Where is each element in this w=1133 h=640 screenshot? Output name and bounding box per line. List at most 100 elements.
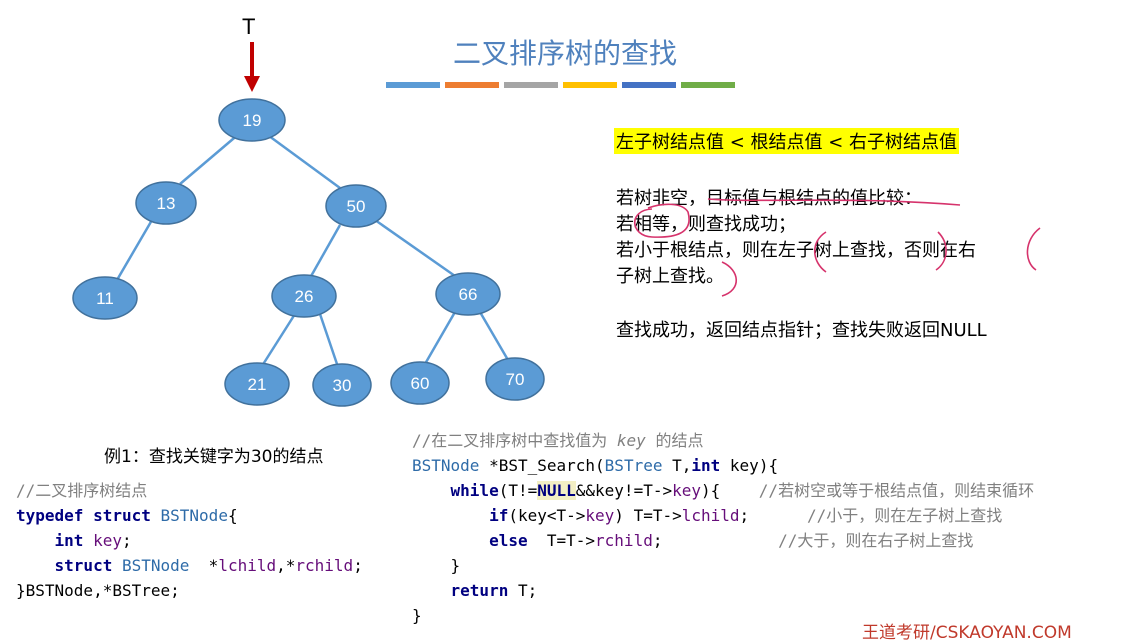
keyword: int	[691, 456, 721, 475]
example-caption: 例1：查找关键字为30的结点	[104, 447, 324, 467]
type-name: BSTNode	[160, 506, 228, 525]
node-shape	[218, 98, 286, 142]
code-comment: 的结点	[645, 431, 704, 450]
code-token: ){	[701, 481, 721, 500]
color-bar-segment	[681, 82, 735, 88]
edge-66-70	[478, 311, 510, 361]
field-name: lchild	[218, 556, 277, 575]
keyword: return	[450, 581, 509, 600]
tree-node: 66	[435, 272, 501, 316]
node-shape	[390, 361, 450, 405]
code-token: *	[285, 556, 296, 575]
keyword: if	[489, 506, 509, 525]
edge-19-50	[264, 131, 341, 190]
color-bar-segment	[504, 82, 558, 88]
code-token: }	[450, 556, 461, 575]
code-token: *	[208, 556, 219, 575]
code-token: key){	[720, 456, 779, 475]
type-name: BSTNode	[121, 556, 190, 575]
keyword: struct	[54, 556, 113, 575]
node-label: 26	[295, 287, 314, 306]
description-line: 若树非空，目标值与根结点的值比较：	[616, 188, 922, 209]
tree-node: 60	[390, 361, 450, 405]
code-token: *BST_Search(	[479, 456, 605, 475]
node-shape	[325, 184, 387, 228]
node-label: 13	[157, 194, 176, 213]
node-shape	[485, 357, 545, 401]
keyword: NULL	[537, 481, 576, 500]
node-shape	[135, 181, 197, 225]
code-token: {	[227, 506, 238, 525]
type-name: BSTree	[604, 456, 663, 475]
color-bar-segment	[386, 82, 440, 88]
node-shape	[271, 274, 337, 318]
code-token: ;	[121, 531, 132, 550]
tree-node: 30	[312, 363, 372, 407]
node-label: 21	[248, 375, 267, 394]
node-label: 19	[243, 111, 262, 130]
tree-node: 13	[135, 181, 197, 225]
field-name: rchild	[595, 531, 653, 550]
code-token: ) T=T->	[614, 506, 682, 525]
node-shape	[72, 276, 138, 320]
code-token: (key<T->	[508, 506, 586, 525]
bst-property-rule: 左子树结点值 < 根结点值 < 右子树结点值	[614, 128, 960, 154]
description-line: 子树上查找。	[616, 266, 724, 287]
edge-50-66	[374, 218, 456, 278]
edge-26-21	[260, 313, 297, 367]
keyword: while	[450, 481, 499, 500]
keyword: int	[54, 531, 84, 550]
tree-node: 70	[485, 357, 545, 401]
root-pointer-label: T	[242, 14, 255, 39]
edge-26-30	[318, 313, 340, 368]
code-token: &&key!=T->	[575, 481, 673, 500]
tree-edges	[115, 131, 510, 368]
code-token: }	[412, 606, 422, 625]
code-token: ;	[652, 531, 663, 550]
field-name: key	[672, 481, 701, 500]
node-shape	[312, 363, 372, 407]
node-label: 70	[506, 370, 525, 389]
color-bar-segment	[622, 82, 676, 88]
edge-13-11	[115, 219, 154, 281]
node-shape	[224, 362, 290, 406]
brand-watermark: 王道考研/CSKAOYAN.COM	[862, 623, 1072, 640]
description-line: 若小于根结点，则在左子树上查找，否则在右	[616, 240, 976, 261]
color-bar-segment	[563, 82, 617, 88]
tree-node: 21	[224, 362, 290, 406]
edge-66-60	[423, 311, 457, 365]
type-name: BSTNode	[412, 456, 480, 475]
field-name: key	[93, 531, 122, 550]
field-name: rchild	[295, 556, 354, 575]
code-comment: //二叉排序树结点	[16, 481, 148, 500]
code-bst-node-struct: //二叉排序树结点 typedef struct BSTNode{ int ke…	[16, 478, 363, 603]
code-token: ,	[276, 556, 286, 575]
keyword: else	[489, 531, 528, 550]
code-token: (T!=	[498, 481, 538, 500]
code-comment: //若树空或等于根结点值，则结束循环	[758, 481, 1035, 500]
code-token: T,	[662, 456, 692, 475]
tree-node: 50	[325, 184, 387, 228]
edge-50-26	[308, 224, 342, 279]
color-bar-segment	[445, 82, 499, 88]
keyword: struct	[93, 506, 151, 525]
result-line: 查找成功，返回结点指针；查找失败返回NULL	[616, 320, 987, 341]
tree-node: 11	[72, 276, 138, 320]
slide-title: 二叉排序树的查找	[452, 37, 677, 70]
node-shape	[435, 272, 501, 316]
code-comment: key	[616, 431, 646, 450]
node-label: 66	[459, 285, 478, 304]
node-label: 11	[96, 289, 114, 308]
node-label: 60	[411, 374, 430, 393]
code-comment: //小于，则在左子树上查找	[806, 506, 1003, 525]
tree-node: 19	[218, 98, 286, 142]
code-token: }BSTNode,*BSTree;	[16, 581, 180, 600]
root-pointer-arrowhead	[244, 76, 260, 92]
code-token: T=T->	[527, 531, 596, 550]
node-label: 50	[347, 197, 366, 216]
edge-19-13	[179, 132, 241, 185]
description-line: 若相等，则查找成功；	[616, 214, 796, 235]
tree-node: 26	[271, 274, 337, 318]
field-name: key	[585, 506, 615, 525]
